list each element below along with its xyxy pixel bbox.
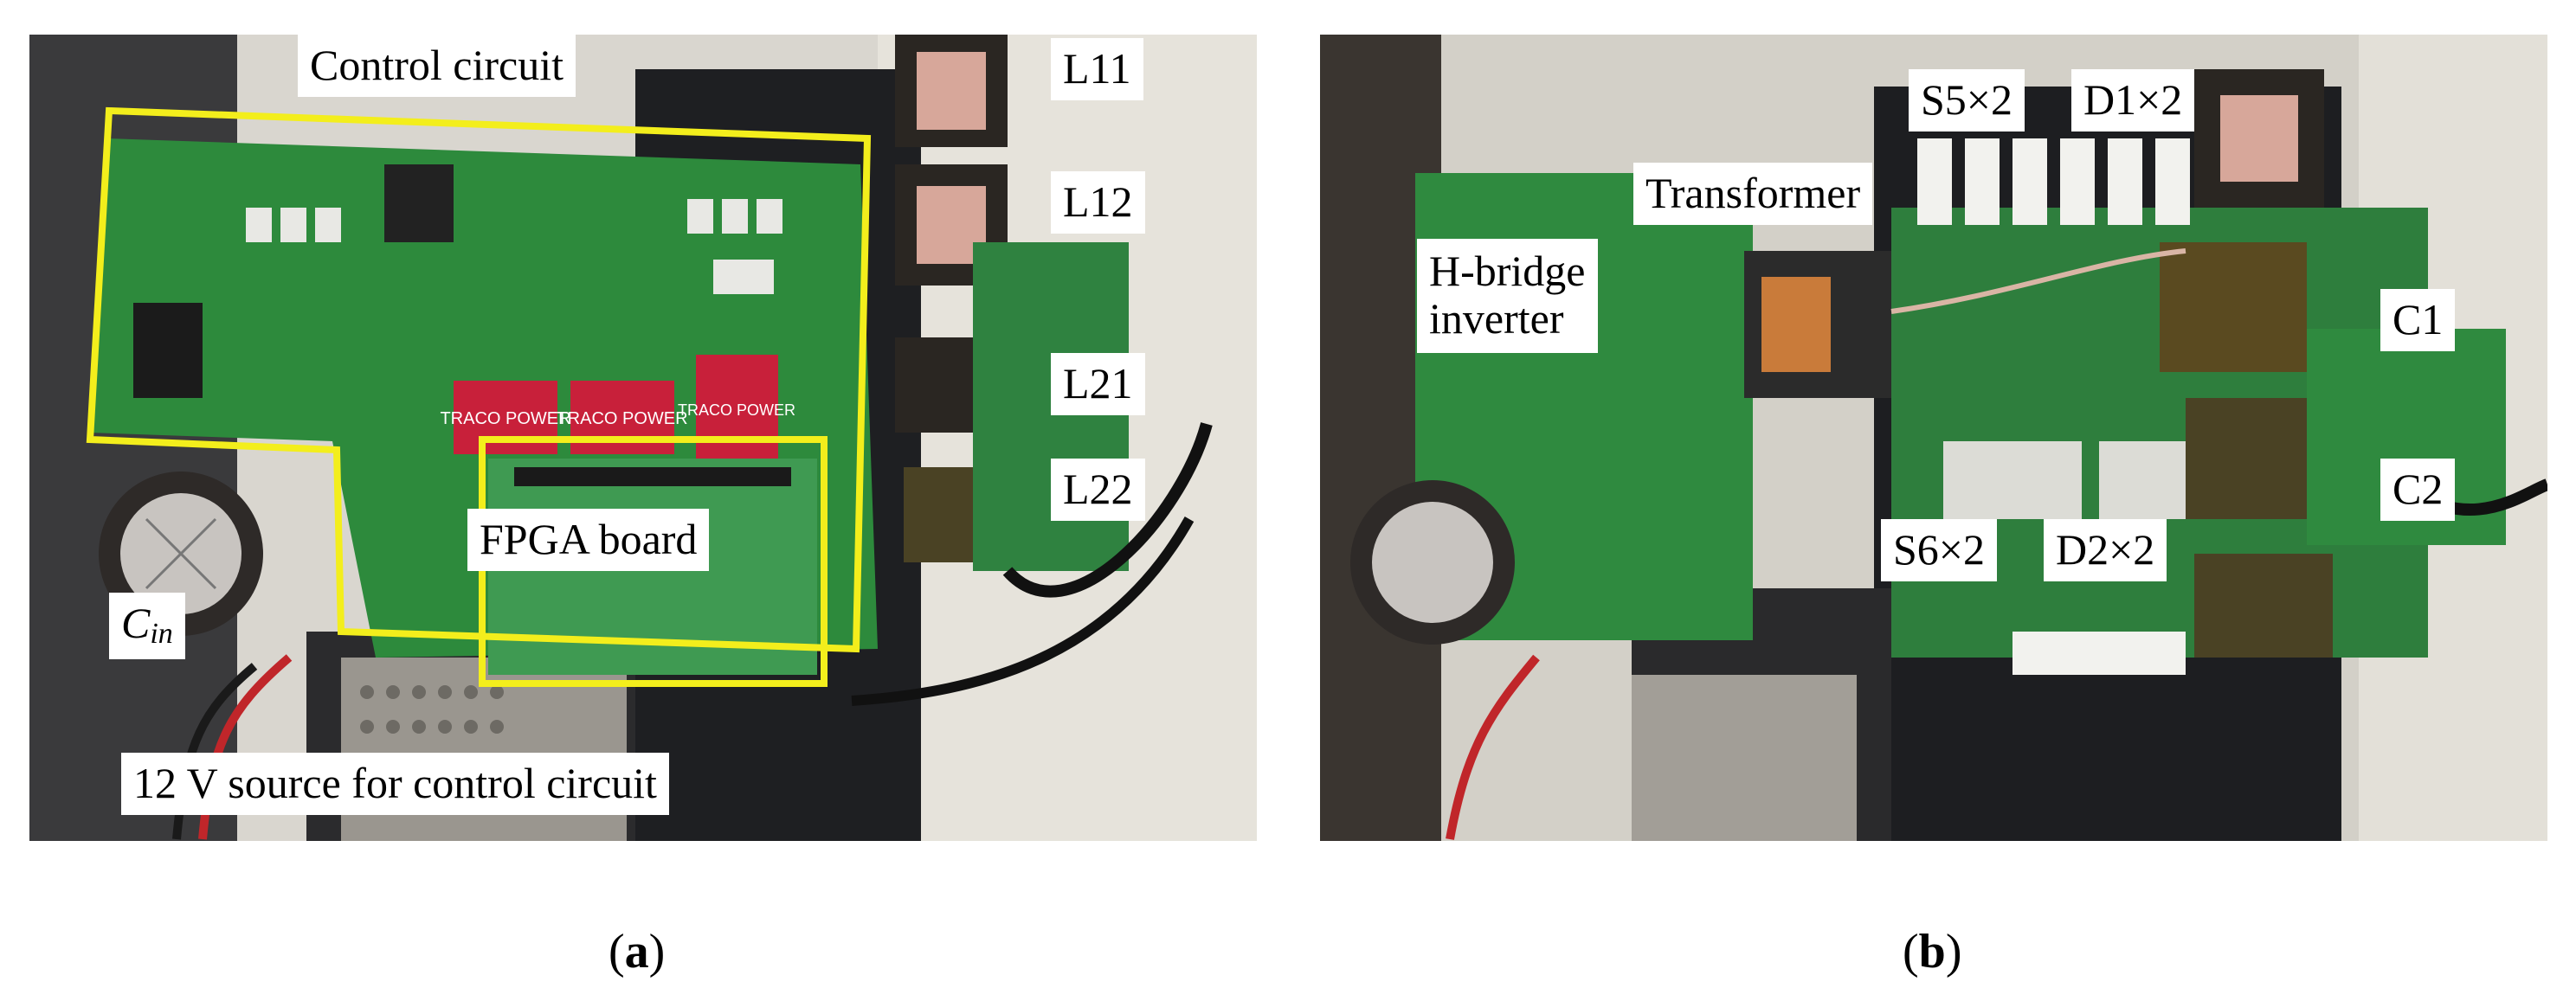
caption-a-letter: a — [624, 925, 649, 979]
label-transformer: Transformer — [1633, 163, 1873, 225]
label-l22: L22 — [1051, 459, 1145, 521]
label-l12: L12 — [1051, 171, 1145, 234]
label-c1: C1 — [2380, 289, 2456, 351]
photo-b-illustration — [1320, 35, 2547, 841]
caption-a: (a) — [609, 925, 666, 979]
label-c2: C2 — [2380, 459, 2456, 521]
label-s6: S6×2 — [1881, 519, 1998, 581]
control-circuit-outline — [86, 106, 872, 653]
label-cin-subscript: in — [150, 618, 173, 650]
label-d2: D2×2 — [2044, 519, 2167, 581]
chip-label: TRACO POWER — [678, 401, 795, 419]
label-hbridge-line1: H-bridge — [1429, 247, 1586, 295]
photo-a-illustration: TRACO POWER TRACO POWER TRACO POWER — [29, 35, 1257, 841]
inductor-b2 — [2160, 242, 2307, 372]
label-l11: L11 — [1051, 38, 1143, 100]
label-cin-main: C — [121, 599, 151, 647]
chip-label: TRACO POWER — [557, 409, 687, 428]
label-fpga-board: FPGA board — [467, 509, 710, 571]
label-12v-source: 12 V source for control circuit — [121, 753, 669, 815]
photo-panel-a: TRACO POWER TRACO POWER TRACO POWER Cont… — [29, 35, 1257, 841]
inductor-b3 — [2186, 398, 2324, 519]
label-control-circuit: Control circuit — [298, 35, 576, 97]
label-d1: D1×2 — [2071, 69, 2195, 132]
inductor-b4 — [2194, 554, 2333, 658]
label-hbridge-line2: inverter — [1429, 294, 1564, 343]
label-s5: S5×2 — [1909, 69, 2025, 132]
label-l21: L21 — [1051, 353, 1145, 415]
caption-b: (b) — [1903, 925, 1962, 979]
label-cin: Cin — [109, 593, 185, 659]
chip-label: TRACO POWER — [440, 409, 570, 428]
caption-b-letter: b — [1918, 925, 1946, 979]
